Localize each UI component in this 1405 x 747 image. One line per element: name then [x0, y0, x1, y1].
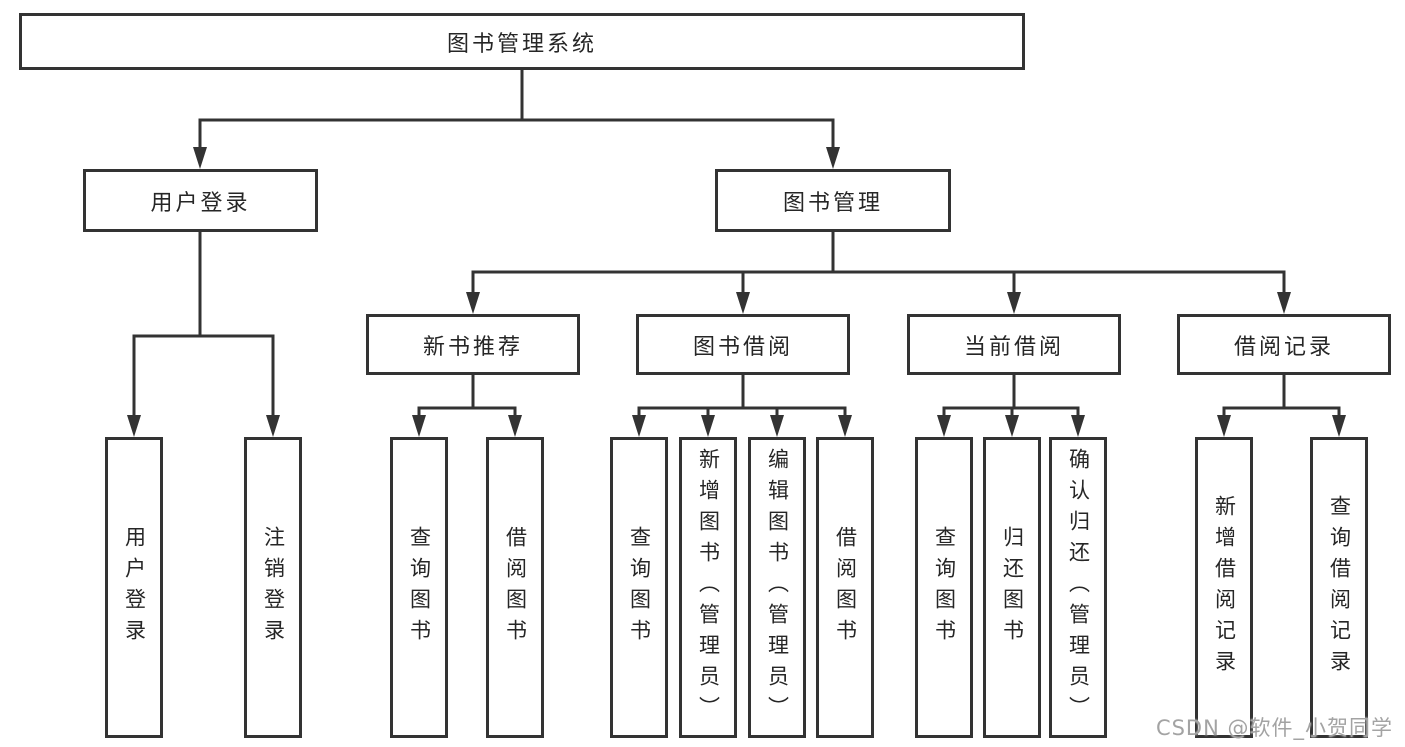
csdn-watermark: CSDN @软件_小贺同学: [1155, 716, 1393, 740]
node-label: 查询图书: [627, 525, 652, 650]
node-label: 借阅图书: [833, 525, 858, 650]
leaf-user-login: 用户登录: [105, 437, 163, 738]
node-book-management-branch: 图书管理: [715, 169, 951, 232]
leaf-query-borrow-record: 查询借阅记录: [1310, 437, 1368, 738]
node-label: 查询借阅记录: [1327, 494, 1352, 681]
node-label: 确认归还（管理员）: [1066, 448, 1091, 727]
node-user-login-branch: 用户登录: [83, 169, 318, 232]
leaf-query-books-borrowing: 查询图书: [610, 437, 668, 738]
node-label: 借阅图书: [503, 525, 528, 650]
node-label: 借阅记录: [1233, 334, 1334, 360]
node-new-book-recommend: 新书推荐: [366, 314, 580, 375]
node-label: 查询图书: [407, 525, 432, 650]
leaf-query-books-recommend: 查询图书: [390, 437, 448, 738]
leaf-logout: 注销登录: [244, 437, 302, 738]
node-label: 新增图书（管理员）: [696, 448, 721, 727]
leaf-edit-books-admin: 编辑图书（管理员）: [748, 437, 806, 738]
leaf-add-borrow-record: 新增借阅记录: [1195, 437, 1253, 738]
node-book-borrowing: 图书借阅: [636, 314, 850, 375]
node-label: 图书借阅: [692, 334, 793, 360]
leaf-return-books: 归还图书: [983, 437, 1041, 738]
node-label: 图书管理系统: [446, 31, 597, 57]
leaf-borrow-books-borrowing: 借阅图书: [816, 437, 874, 738]
leaf-confirm-return-admin: 确认归还（管理员）: [1049, 437, 1107, 738]
node-label: 归还图书: [1000, 525, 1025, 650]
node-label: 当前借阅: [963, 334, 1064, 360]
node-current-borrowing: 当前借阅: [907, 314, 1121, 375]
node-label: 用户登录: [150, 190, 251, 216]
node-label: 图书管理: [782, 190, 883, 216]
node-label: 新增借阅记录: [1212, 494, 1237, 681]
leaf-add-books-admin: 新增图书（管理员）: [679, 437, 737, 738]
leaf-query-books-current: 查询图书: [915, 437, 973, 738]
node-label: 编辑图书（管理员）: [765, 448, 790, 727]
leaf-borrow-books-recommend: 借阅图书: [486, 437, 544, 738]
node-borrowing-records: 借阅记录: [1177, 314, 1391, 375]
node-label: 查询图书: [932, 525, 957, 650]
node-root-system: 图书管理系统: [19, 13, 1025, 70]
node-label: 注销登录: [261, 525, 286, 650]
node-label: 新书推荐: [422, 334, 523, 360]
node-label: 用户登录: [122, 525, 147, 650]
